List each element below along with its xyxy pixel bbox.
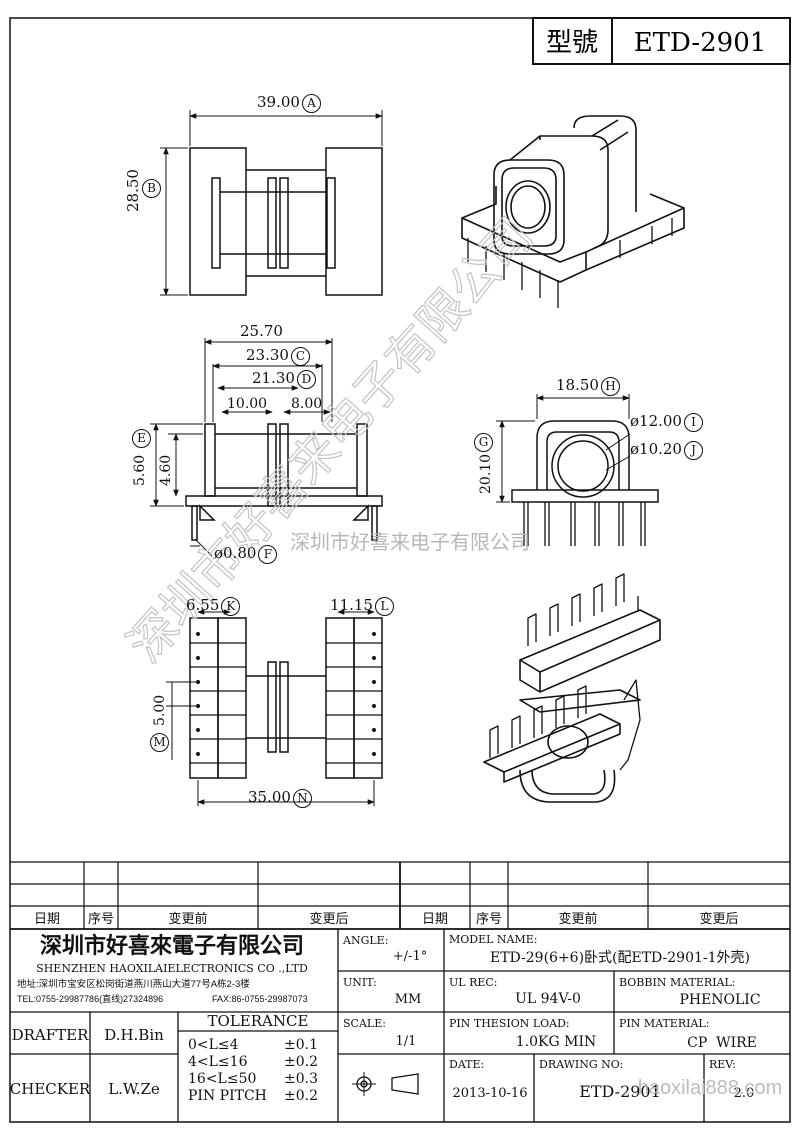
company-tel: TEL:0755-29987786(直线)27324896 bbox=[17, 993, 163, 1004]
tolerance-range-3: 16<L≤50 bbox=[188, 1071, 256, 1087]
rev-header-seq-left: 序号 bbox=[88, 911, 114, 926]
checker-value: L.W.Ze bbox=[108, 1080, 160, 1098]
date-label: DATE: bbox=[449, 1058, 484, 1071]
drawing-no-value: ETD-2901 bbox=[579, 1082, 661, 1101]
sheet-frame bbox=[9, 17, 791, 1123]
model-header-box: 型號 ETD-2901 bbox=[532, 17, 791, 65]
date-value: 2013-10-16 bbox=[453, 1086, 528, 1101]
pin-tension-value: 1.0KG MIN bbox=[516, 1034, 596, 1050]
tag-i: I bbox=[683, 413, 703, 432]
model-name-value: ETD-29(6+6)卧式(配ETD-2901-1外壳) bbox=[490, 949, 750, 966]
tag-a: A bbox=[301, 94, 321, 113]
revision-table bbox=[10, 861, 790, 930]
tag-k: K bbox=[221, 597, 241, 616]
dim-front-right-slot: 8.00 bbox=[291, 396, 323, 412]
tag-b: B bbox=[142, 178, 161, 198]
dim-top-height: 28.50 bbox=[124, 169, 142, 212]
dim-front-left-slot: 10.00 bbox=[227, 396, 268, 412]
projection-symbol bbox=[352, 1072, 419, 1096]
tolerance-label: TOLERANCE bbox=[208, 1012, 309, 1030]
tag-l: L bbox=[374, 597, 394, 616]
title-block-grid bbox=[10, 929, 790, 1122]
rev-header-before-right: 变更前 bbox=[558, 911, 597, 926]
isometric-view-upper bbox=[461, 115, 685, 308]
tolerance-range-4: PIN PITCH bbox=[188, 1088, 267, 1104]
rev-value: 2.0 bbox=[734, 1086, 755, 1101]
side-view bbox=[496, 394, 659, 546]
company-name-en: SHENZHEN HAOXILAIELECTRONICS CO .,LTD bbox=[36, 962, 308, 975]
dim-front-height-e: 5.60 bbox=[132, 454, 148, 486]
rev-label: REV: bbox=[709, 1058, 736, 1071]
unit-value: MM bbox=[395, 992, 422, 1007]
scale-value: 1/1 bbox=[396, 1034, 417, 1049]
tag-h: H bbox=[600, 377, 620, 396]
pin-material-value: CP WIRE bbox=[687, 1035, 757, 1051]
tolerance-value-2: ±0.2 bbox=[284, 1054, 318, 1070]
tag-j: J bbox=[683, 441, 703, 460]
company-name-cn: 深圳市好喜來電子有限公司 bbox=[40, 933, 304, 959]
watermark-center: 深圳市好喜来电子有限公司 bbox=[290, 531, 530, 554]
bobbin-material-value: PHENOLIC bbox=[679, 992, 760, 1008]
dim-pin-pitch: 5.00 bbox=[152, 694, 168, 726]
rev-header-seq-right: 序号 bbox=[476, 911, 502, 926]
checker-label: CHECKER bbox=[10, 1080, 91, 1098]
ul-rec-label: UL REC: bbox=[449, 976, 498, 989]
rev-header-date-right: 日期 bbox=[422, 911, 448, 926]
unit-label: UNIT: bbox=[343, 976, 377, 989]
drafter-label: DRAFTER bbox=[12, 1026, 90, 1044]
drawing-no-label: DRAWING NO: bbox=[539, 1058, 624, 1071]
dim-side-height: 20.10 bbox=[478, 453, 494, 494]
tag-m: M bbox=[150, 732, 169, 752]
rev-header-before-left: 变更前 bbox=[168, 911, 207, 926]
model-header-label: 型號 bbox=[546, 28, 598, 58]
tag-n: N bbox=[292, 789, 312, 808]
tag-f: F bbox=[258, 545, 278, 564]
drafter-value: D.H.Bin bbox=[104, 1026, 164, 1044]
ul-rec-value: UL 94V-0 bbox=[515, 991, 581, 1007]
model-header-value: ETD-2901 bbox=[634, 28, 767, 58]
tolerance-value-1: ±0.1 bbox=[284, 1037, 318, 1053]
bottom-view bbox=[166, 609, 383, 806]
isometric-view-lower bbox=[483, 573, 661, 803]
dim-front-height-inner: 4.60 bbox=[158, 454, 174, 486]
front-view bbox=[150, 338, 383, 557]
tolerance-value-4: ±0.2 bbox=[284, 1088, 318, 1104]
tag-d: D bbox=[296, 370, 316, 389]
tag-c: C bbox=[290, 347, 310, 366]
tolerance-value-3: ±0.3 bbox=[284, 1071, 318, 1087]
scale-label: SCALE: bbox=[343, 1017, 386, 1030]
angle-value: +/-1° bbox=[393, 949, 427, 964]
tag-g: G bbox=[474, 432, 493, 452]
angle-label: ANGLE: bbox=[342, 934, 388, 947]
tolerance-range-1: 0<L≤4 bbox=[188, 1037, 239, 1053]
top-view bbox=[160, 110, 383, 296]
tolerance-range-2: 4<L≤16 bbox=[188, 1054, 248, 1070]
model-name-label: MODEL NAME: bbox=[449, 933, 538, 946]
rev-header-after-left: 变更后 bbox=[309, 911, 348, 926]
rev-header-after-right: 变更后 bbox=[699, 911, 738, 926]
pin-material-label: PIN MATERIAL: bbox=[619, 1017, 709, 1030]
watermark-url: haoxilai888.com bbox=[638, 1077, 783, 1099]
tag-e: E bbox=[132, 428, 151, 448]
dim-front-overall: 25.70 bbox=[240, 322, 283, 340]
company-address: 地址:深圳市宝安区松岗街道燕川燕山大道77号A栋2-3楼 bbox=[17, 978, 250, 990]
bobbin-material-label: BOBBIN MATERIAL: bbox=[619, 976, 736, 989]
company-fax: FAX:86-0755-29987073 bbox=[212, 994, 308, 1004]
pin-tension-label: PIN THESION LOAD: bbox=[449, 1017, 570, 1030]
rev-header-date-left: 日期 bbox=[34, 911, 60, 926]
